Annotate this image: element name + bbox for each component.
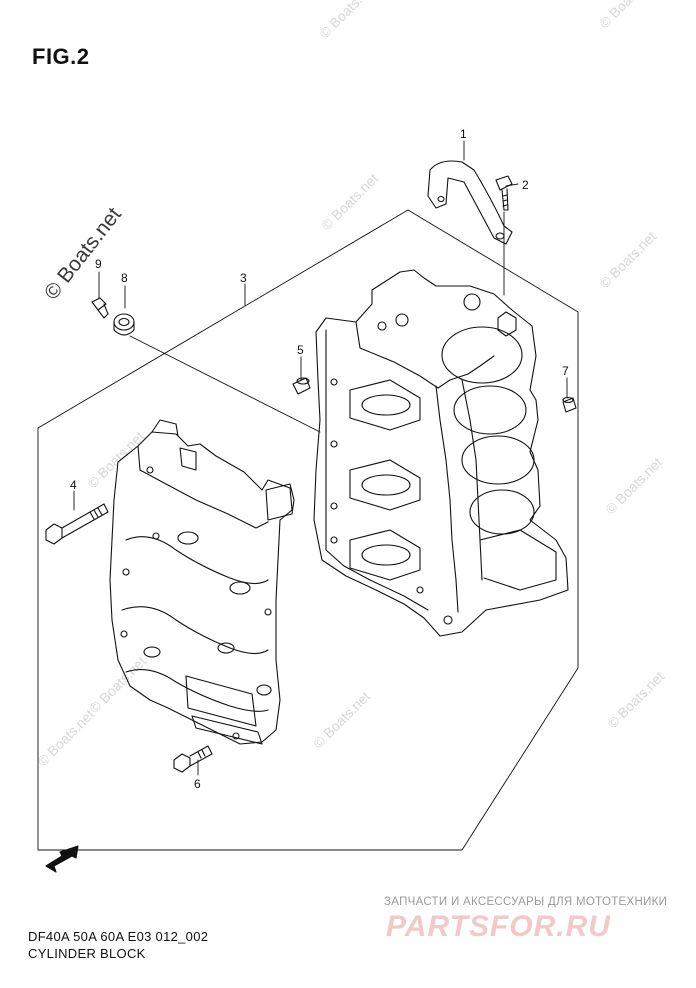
part-bracket[interactable] — [427, 160, 513, 245]
part-plug[interactable] — [562, 396, 577, 413]
part-bolt-small[interactable] — [495, 175, 513, 211]
part-number-5: 5 — [297, 343, 304, 357]
model-code: DF40A 50A 60A E03 012_002 — [28, 929, 209, 944]
figure-title: FIG.2 — [32, 44, 90, 69]
part-number-8: 8 — [121, 271, 128, 285]
brand-logo: PARTSFOR.RU — [386, 910, 611, 943]
part-grommet[interactable] — [113, 313, 135, 336]
part-number-3: 3 — [240, 271, 247, 285]
fwd-arrow-icon — [45, 845, 79, 873]
part-small-bolt[interactable] — [91, 297, 109, 319]
part-cylinder-block[interactable] — [313, 269, 569, 637]
part-number-1: 1 — [460, 127, 467, 141]
part-number-4: 4 — [70, 478, 77, 492]
part-bolt-lower[interactable] — [173, 745, 213, 773]
assembly-boundary — [37, 209, 579, 851]
part-crankcase[interactable] — [109, 419, 295, 745]
brand-tagline: ЗАПЧАСТИ И АКСЕССУАРЫ ДЛЯ МОТОТЕХНИКИ — [384, 896, 668, 908]
part-dowel-pin[interactable] — [292, 377, 311, 395]
part-number-7: 7 — [562, 364, 569, 378]
part-number-2: 2 — [522, 178, 529, 192]
part-long-bolt[interactable] — [45, 503, 109, 545]
part-number-6: 6 — [194, 777, 201, 791]
figure-caption: CYLINDER BLOCK — [28, 946, 146, 961]
part-number-9: 9 — [95, 257, 102, 271]
